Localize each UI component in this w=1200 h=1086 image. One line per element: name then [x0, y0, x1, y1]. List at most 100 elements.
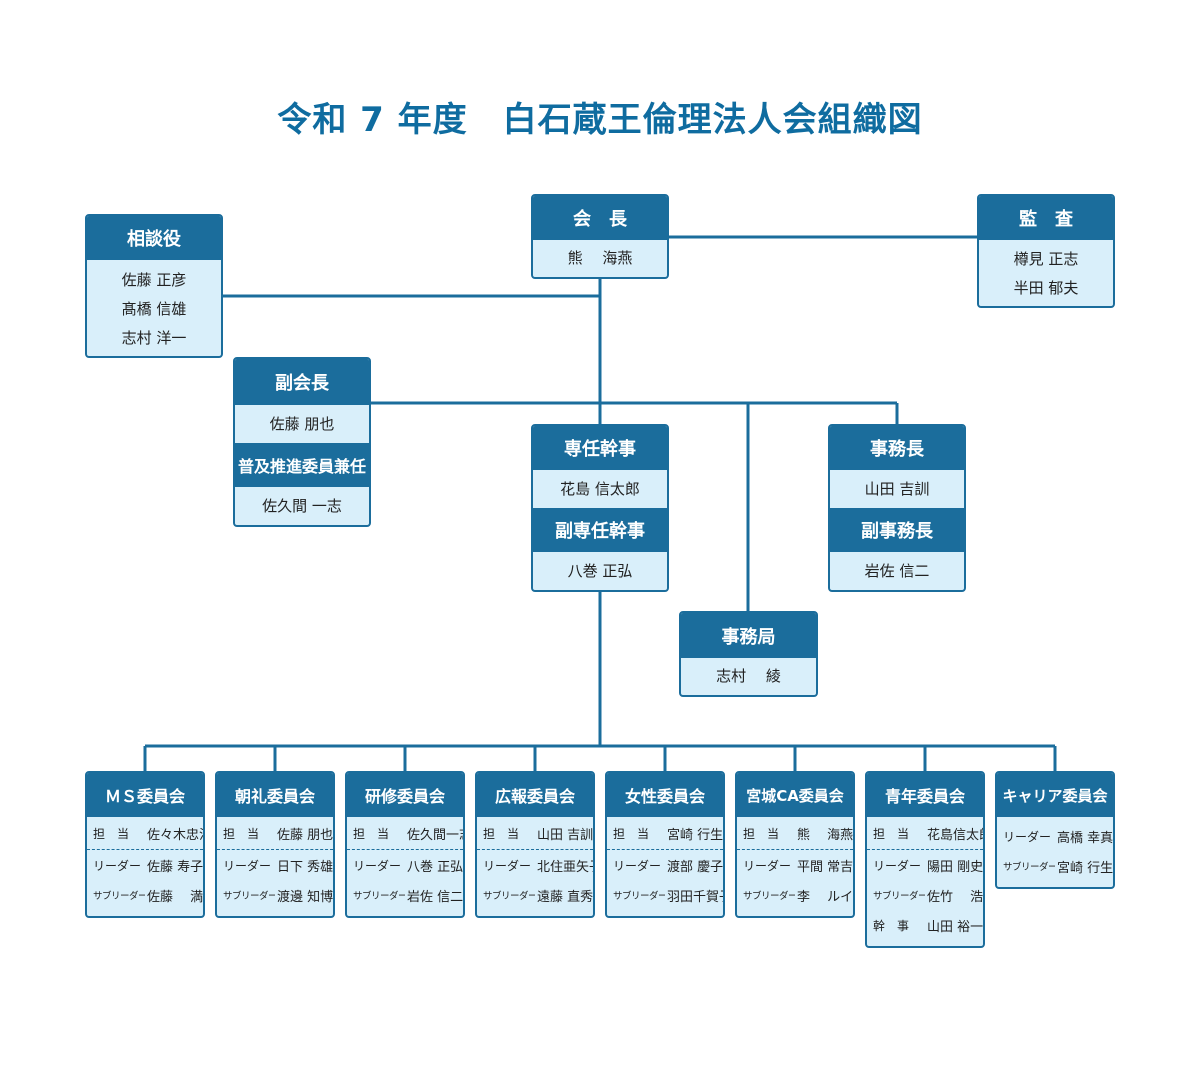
committee-title: キャリア委員会 — [997, 773, 1113, 817]
committee-member-name: 佐々木忠法 — [147, 827, 203, 843]
committee-role: 担 当 — [93, 826, 130, 841]
page-title: 令和 7 年度 白石蔵王倫理法人会組織図 — [277, 100, 923, 140]
committee-member-name: 佐藤 寿子 — [147, 859, 204, 875]
committee-box: 朝礼委員会担 当佐藤 朋也リーダー日下 秀雄サブリーダー渡邊 知博 — [215, 771, 335, 918]
committee-role: サブリーダー — [1003, 862, 1055, 873]
committee-role: サブリーダー — [873, 891, 925, 902]
committee-member-name: 日下 秀雄 — [277, 859, 334, 875]
committee-member-row: リーダー北住亜矢子 — [477, 849, 593, 880]
committee-role: リーダー — [483, 858, 532, 873]
committee-member-row: リーダー陽田 剛史 — [867, 849, 983, 880]
committee-member-row: サブリーダー遠藤 直秀 — [477, 880, 593, 910]
senninkanji-title: 専任幹事 — [533, 426, 667, 470]
committee-member-name: 八巻 正弘 — [407, 859, 464, 875]
fukujimucho-name: 岩佐 信二 — [864, 562, 930, 580]
committee-role: リーダー — [353, 858, 402, 873]
committee-member-name: 遠藤 直秀 — [537, 889, 594, 905]
committee-member-name: 渡邊 知博 — [277, 889, 334, 905]
committee-member-row: リーダー高橋 幸真 — [997, 821, 1113, 851]
committee-tanto-row: 担 当熊 海燕 — [737, 817, 853, 849]
sodanyaku-name: 髙橋 信雄 — [121, 300, 187, 318]
committee-member-name: 佐藤 朋也 — [277, 827, 334, 843]
committee-role: サブリーダー — [613, 891, 665, 902]
committee-role: リーダー — [223, 858, 272, 873]
committee-tanto-row: 担 当 佐々木忠法 — [87, 817, 203, 849]
jimucho-title: 事務長 — [830, 426, 964, 470]
jimucho-box: 事務長 山田 吉訓 副事務長 岩佐 信二 — [828, 424, 966, 592]
committee-member-row: サブリーダー岩佐 信二 — [347, 880, 463, 910]
committee-tanto-row: 担 当宮崎 行生 — [607, 817, 723, 849]
committee-role: リーダー — [613, 858, 662, 873]
committee-member-name: 佐藤 満 — [147, 889, 204, 905]
fukukaicho-title: 副会長 — [235, 359, 369, 405]
committee-title: 青年委員会 — [867, 773, 983, 817]
committee-member-name: 山田 吉訓 — [537, 827, 594, 843]
committee-member-row: サブリーダー渡邊 知博 — [217, 880, 333, 910]
committee-role: リーダー — [93, 858, 142, 873]
committee-member-name: 渡部 慶子 — [667, 859, 724, 875]
committee-member-name: 平間 常吉 — [797, 859, 854, 875]
senninkanji-name: 花島 信太郎 — [560, 480, 640, 498]
committee-title: 女性委員会 — [607, 773, 723, 817]
committee-member-name: 宮崎 行生 — [667, 827, 724, 843]
committee-member-row: リーダー渡部 慶子 — [607, 849, 723, 880]
committee-title: 広報委員会 — [477, 773, 593, 817]
committee-member-row: サブリーダー宮崎 行生 — [997, 851, 1113, 881]
kansa-name: 半田 郁夫 — [1013, 279, 1079, 297]
sodanyaku-title: 相談役 — [87, 216, 221, 260]
kaicho-title: 会 長 — [533, 196, 667, 240]
committee-title: ＭＳ委員会 — [87, 773, 203, 817]
committee-role: サブリーダー — [743, 891, 795, 902]
kansa-name: 樽見 正志 — [1013, 250, 1079, 268]
committee-member-row: サブリーダー羽田千賀子 — [607, 880, 723, 910]
committee-member-row: サブリーダー佐藤 満 — [87, 880, 203, 910]
jimukyoku-box: 事務局 志村 綾 — [679, 611, 818, 697]
fukusenninkanji-name: 八巻 正弘 — [567, 562, 633, 580]
committee-member-row: リーダー日下 秀雄 — [217, 849, 333, 880]
kaicho-name: 熊 海燕 — [567, 249, 633, 267]
fukyu-title: 普及推進委員兼任 — [235, 443, 369, 487]
fukukaicho-box: 副会長 佐藤 朋也 普及推進委員兼任 佐久間 一志 — [233, 357, 371, 527]
sodanyaku-name: 志村 洋一 — [121, 329, 187, 347]
fukujimucho-title: 副事務長 — [830, 508, 964, 552]
sodanyaku-name: 佐藤 正彦 — [121, 271, 187, 289]
committee-title: 研修委員会 — [347, 773, 463, 817]
fukyu-name: 佐久間 一志 — [262, 497, 342, 515]
committee-member-name: 羽田千賀子 — [667, 889, 723, 905]
committee-title: 宮城CA委員会 — [737, 773, 853, 817]
committee-member-name: 熊 海燕 — [797, 827, 854, 843]
committee-member-row: リーダー平間 常吉 — [737, 849, 853, 880]
sodanyaku-box: 相談役 佐藤 正彦 髙橋 信雄 志村 洋一 — [85, 214, 223, 358]
fukusenninkanji-title: 副専任幹事 — [533, 508, 667, 552]
committee-role: 担 当 — [353, 826, 390, 841]
kansa-title: 監 査 — [979, 196, 1113, 240]
jimukyoku-title: 事務局 — [681, 613, 816, 658]
kansa-box: 監 査 樽見 正志 半田 郁夫 — [977, 194, 1115, 308]
committee-member-name: 岩佐 信二 — [407, 889, 464, 905]
committee-role: 担 当 — [223, 826, 260, 841]
committee-member-name: 佐竹 浩 — [927, 889, 984, 905]
committee-member-name: 陽田 剛史 — [927, 859, 984, 875]
committee-role: リーダー — [873, 858, 922, 873]
committee-member-name: 李 ルイ — [797, 889, 854, 905]
committee-member-row: リーダー八巻 正弘 — [347, 849, 463, 880]
committee-member-name: 山田 裕一 — [927, 919, 984, 935]
committee-member-name: 高橋 幸真 — [1057, 830, 1114, 846]
committee-member-row: リーダー佐藤 寿子 — [87, 849, 203, 880]
jimucho-name: 山田 吉訓 — [864, 480, 930, 498]
committee-role: リーダー — [743, 858, 792, 873]
committee-member-row: サブリーダー佐竹 浩 — [867, 880, 983, 910]
committee-role: 担 当 — [873, 826, 910, 841]
committee-role: サブリーダー — [223, 891, 275, 902]
committee-member-name: 宮崎 行生 — [1057, 860, 1114, 876]
